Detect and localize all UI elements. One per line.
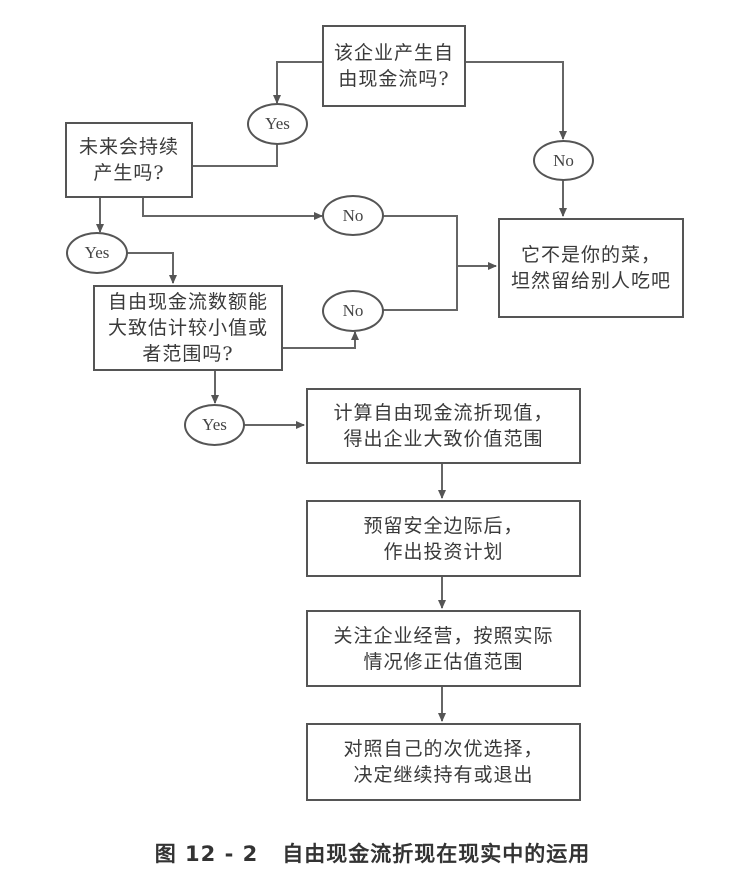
figure-caption: 图 12 - 2 自由现金流折现在现实中的运用 <box>0 838 745 868</box>
oval-yes-1-label: Yes <box>265 114 290 133</box>
node-reject: 它不是你的菜， 坦然留给别人吃吧 <box>498 218 684 318</box>
connector-q1-yes1 <box>273 61 322 104</box>
node-estimable-label: 自由现金流数额能 大致估计较小值或 者范围吗? <box>107 291 268 365</box>
figure-number: 图 12 - 2 <box>154 842 259 866</box>
node-generates-fcf-label: 该企业产生自 由现金流吗? <box>333 42 454 90</box>
oval-no-2: No <box>322 195 384 236</box>
connector-q2-no2 <box>142 197 323 220</box>
oval-yes-3-label: Yes <box>202 415 227 434</box>
node-sustainable-label: 未来会持续 产生吗? <box>78 136 179 184</box>
node-decide-label: 对照自己的次优选择， 决定继续持有或退出 <box>343 738 544 786</box>
oval-no-2-label: No <box>342 205 364 225</box>
oval-no-1-label: No <box>553 150 574 170</box>
oval-yes-2: Yes <box>66 232 128 274</box>
oval-yes-3: Yes <box>184 404 245 446</box>
oval-no-3: No <box>322 290 384 332</box>
node-calc-dcf: 计算自由现金流折现值， 得出企业大致价值范围 <box>306 388 581 464</box>
connector-q3-no3 <box>282 331 359 349</box>
connector-yes2-q3 <box>127 252 177 284</box>
node-monitor-label: 关注企业经营，按照实际 情况修正估值范围 <box>333 624 554 673</box>
connector-yes1-q2 <box>192 144 278 167</box>
node-calc-dcf-label: 计算自由现金流折现值， 得出企业大致价值范围 <box>333 402 554 450</box>
oval-yes-2-label: Yes <box>84 243 110 262</box>
connector-no2-merge <box>383 215 458 311</box>
figure-title: 自由现金流折现在现实中的运用 <box>282 842 591 866</box>
node-margin-of-safety-label: 预留安全边际后， 作出投资计划 <box>363 514 524 563</box>
node-monitor: 关注企业经营，按照实际 情况修正估值范围 <box>306 610 581 687</box>
node-estimable: 自由现金流数额能 大致估计较小值或 者范围吗? <box>93 285 283 371</box>
oval-yes-1: Yes <box>247 103 308 145</box>
node-generates-fcf: 该企业产生自 由现金流吗? <box>322 25 466 107</box>
node-reject-label: 它不是你的菜， 坦然留给别人吃吧 <box>510 244 671 292</box>
node-decide: 对照自己的次优选择， 决定继续持有或退出 <box>306 723 581 801</box>
node-margin-of-safety: 预留安全边际后， 作出投资计划 <box>306 500 581 577</box>
connector-q1-no1 <box>465 61 567 140</box>
oval-no-3-label: No <box>342 301 364 320</box>
oval-no-1: No <box>533 140 594 181</box>
node-sustainable: 未来会持续 产生吗? <box>65 122 193 198</box>
